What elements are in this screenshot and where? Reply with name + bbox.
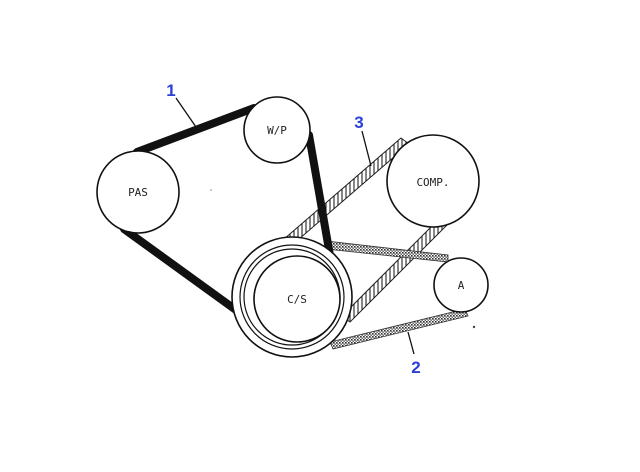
wp-label: W/P [267, 124, 287, 137]
callout-3: 3 [354, 113, 372, 167]
a-label: A [458, 279, 465, 292]
scan-speck [210, 189, 212, 191]
wp-pulley: W/P [243, 96, 311, 164]
callout-2-label: 2 [411, 358, 420, 377]
cs-pulley: C/S [231, 236, 353, 358]
comp-pulley: COMP. [386, 134, 480, 228]
cs-label: C/S [287, 293, 307, 306]
pas-label: PAS [128, 186, 148, 199]
comp-label: COMP. [416, 176, 449, 189]
callout-1-label: 1 [166, 81, 175, 100]
callout-2: 2 [407, 331, 421, 377]
callout-1: 1 [166, 81, 197, 128]
pas-pulley: PAS [96, 150, 180, 234]
callout-3-label: 3 [354, 113, 363, 132]
scan-speck [472, 325, 476, 329]
a-pulley: A [433, 257, 489, 313]
